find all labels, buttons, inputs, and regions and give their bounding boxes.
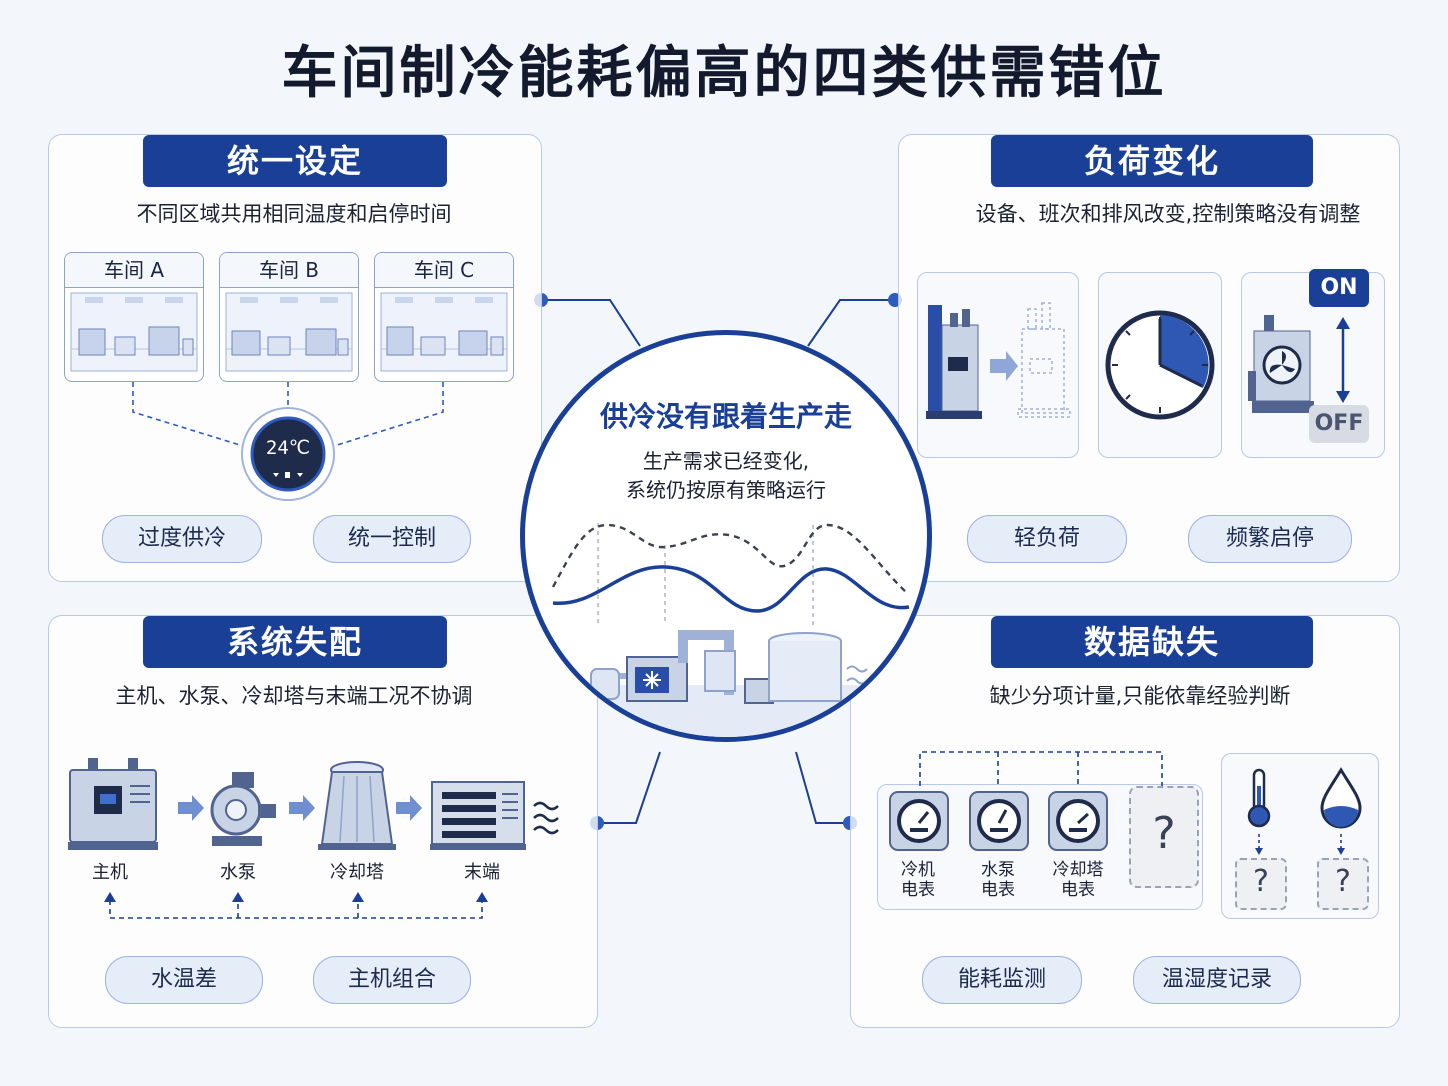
demand-supply-curves <box>525 523 927 737</box>
workshop-interior-icon <box>225 292 353 372</box>
subtitle-unified-setting: 不同区域共用相同温度和启停时间 <box>136 202 452 226</box>
label-pump-meter: 水泵 电表 <box>958 860 1038 900</box>
workshop-card-b: 车间 B <box>219 252 359 382</box>
label-tower-meter: 冷却塔 电表 <box>1037 860 1119 900</box>
pump-meter-icon <box>969 791 1029 851</box>
equipment-replace-icon <box>926 302 1071 419</box>
unknown-temperature-mark: ? <box>1253 864 1269 899</box>
on-badge: ON <box>1309 269 1369 307</box>
subtitle-system-mismatch: 主机、水泵、冷却塔与末端工况不协调 <box>115 684 473 708</box>
center-line-2: 系统仍按原有策略运行 <box>626 478 826 502</box>
unknown-meter <box>1129 786 1199 888</box>
unknown-temperature <box>1235 858 1287 910</box>
thermometer-icon <box>1247 768 1271 828</box>
thermostat-icon <box>241 407 335 501</box>
workshop-label: 车间 A <box>65 253 203 288</box>
page-title: 车间制冷能耗偏高的四类供需错位 <box>281 41 1167 106</box>
unknown-meter-mark: ? <box>1152 808 1176 859</box>
label-line: 冷机 <box>901 860 935 880</box>
center-circle: 供冷没有跟着生产走 生产需求已经变化, 系统仍按原有策略运行 <box>520 330 932 742</box>
tag-data-missing: 数据缺失 <box>991 616 1313 668</box>
water-pump-icon <box>210 772 276 846</box>
terminal-unit-icon <box>430 781 559 850</box>
subtitle-data-missing: 缺少分项计量,只能依靠经验判断 <box>989 684 1291 708</box>
equipment-change-card <box>917 272 1079 458</box>
off-badge: OFF <box>1309 405 1369 443</box>
clock-icon <box>1105 310 1215 420</box>
pill-chiller-combination: 主机组合 <box>313 956 471 1004</box>
pill-temp-humidity-record: 温湿度记录 <box>1133 956 1301 1004</box>
label-line: 电表 <box>981 880 1015 900</box>
shift-clock-card <box>1098 272 1222 458</box>
thermostat-temperature: 24℃ <box>265 437 311 459</box>
pill-over-cooling: 过度供冷 <box>102 515 262 563</box>
subtitle-load-change: 设备、班次和排风改变,控制策略没有调整 <box>975 202 1361 226</box>
workshop-label: 车间 B <box>220 253 358 288</box>
label-water-pump: 水泵 <box>220 862 256 883</box>
chiller-meter-icon <box>889 791 949 851</box>
fan-unit-icon <box>1248 315 1350 413</box>
pill-energy-monitoring: 能耗监测 <box>922 956 1082 1004</box>
pill-unified-control: 统一控制 <box>313 515 471 563</box>
workshop-label: 车间 C <box>375 253 513 288</box>
workshop-interior-icon <box>380 292 508 372</box>
label-line: 水泵 <box>981 860 1015 880</box>
center-line-1: 生产需求已经变化, <box>642 449 810 473</box>
pill-water-temp-diff: 水温差 <box>105 956 263 1004</box>
tag-load-change: 负荷变化 <box>991 135 1313 187</box>
workshop-interior-icon <box>70 292 198 372</box>
workshop-card-a: 车间 A <box>64 252 204 382</box>
pill-light-load: 轻负荷 <box>967 515 1127 563</box>
unknown-humidity-mark: ? <box>1335 864 1351 899</box>
label-terminal: 末端 <box>464 862 500 883</box>
unknown-humidity <box>1317 858 1369 910</box>
pill-frequent-start-stop: 频繁启停 <box>1188 515 1352 563</box>
tag-system-mismatch: 系统失配 <box>143 616 447 668</box>
tag-unified-setting: 统一设定 <box>143 135 447 187</box>
humidity-drop-icon <box>1320 767 1362 829</box>
label-line: 冷却塔 <box>1052 860 1104 880</box>
label-chiller-meter: 冷机 电表 <box>878 860 958 900</box>
cooling-tower-icon <box>318 761 396 850</box>
tower-meter-icon <box>1048 791 1108 851</box>
workshop-card-c: 车间 C <box>374 252 514 382</box>
label-cooling-tower: 冷却塔 <box>330 862 384 883</box>
center-heading: 供冷没有跟着生产走 <box>599 400 852 433</box>
label-line: 电表 <box>901 880 935 900</box>
chiller-icon <box>68 758 158 850</box>
label-line: 电表 <box>1061 880 1095 900</box>
label-chiller: 主机 <box>92 862 128 883</box>
